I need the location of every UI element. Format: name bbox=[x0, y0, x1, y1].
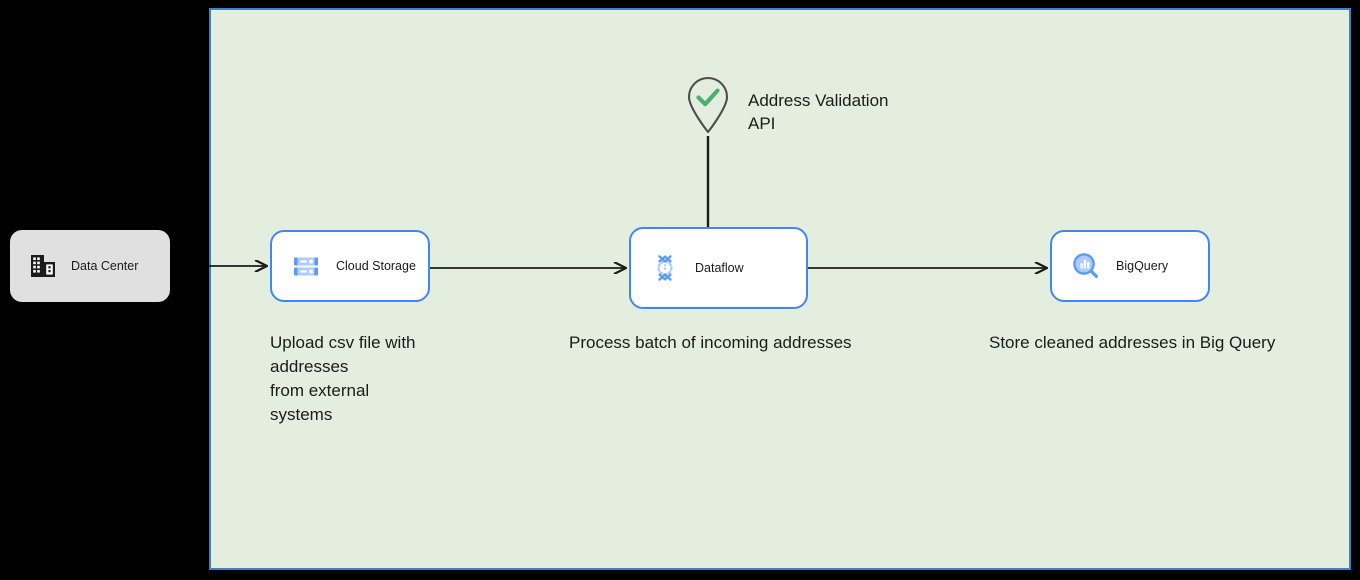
address-validation-api-label: Address Validation API bbox=[748, 89, 978, 135]
api-label-line-1: Address Validation bbox=[748, 91, 889, 110]
dataflow-icon bbox=[649, 252, 681, 284]
cloud-storage-icon bbox=[290, 250, 322, 282]
location-pin-check-icon[interactable] bbox=[686, 76, 730, 134]
node-bigquery[interactable]: BigQuery bbox=[1050, 230, 1210, 302]
node-label-cloud-storage: Cloud Storage bbox=[336, 259, 416, 273]
caption-upload: Upload csv file with addresses from exte… bbox=[270, 331, 460, 427]
node-label-dataflow: Dataflow bbox=[695, 261, 744, 275]
data-center-building-icon bbox=[28, 251, 58, 281]
caption-upload-line-4: systems bbox=[270, 405, 333, 424]
node-label-data-center: Data Center bbox=[71, 259, 139, 273]
caption-process: Process batch of incoming addresses bbox=[569, 333, 852, 352]
caption-upload-line-3: from external bbox=[270, 381, 370, 400]
caption-upload-line-1: Upload csv file with bbox=[270, 333, 416, 352]
node-dataflow[interactable]: Dataflow bbox=[629, 227, 808, 309]
caption-store: Store cleaned addresses in Big Query bbox=[989, 333, 1276, 352]
node-label-bigquery: BigQuery bbox=[1116, 259, 1169, 273]
caption-upload-line-2: addresses bbox=[270, 357, 349, 376]
bigquery-icon bbox=[1070, 250, 1102, 282]
node-cloud-storage[interactable]: Cloud Storage bbox=[270, 230, 430, 302]
node-data-center[interactable]: Data Center bbox=[10, 230, 170, 302]
api-label-line-2: API bbox=[748, 114, 776, 133]
